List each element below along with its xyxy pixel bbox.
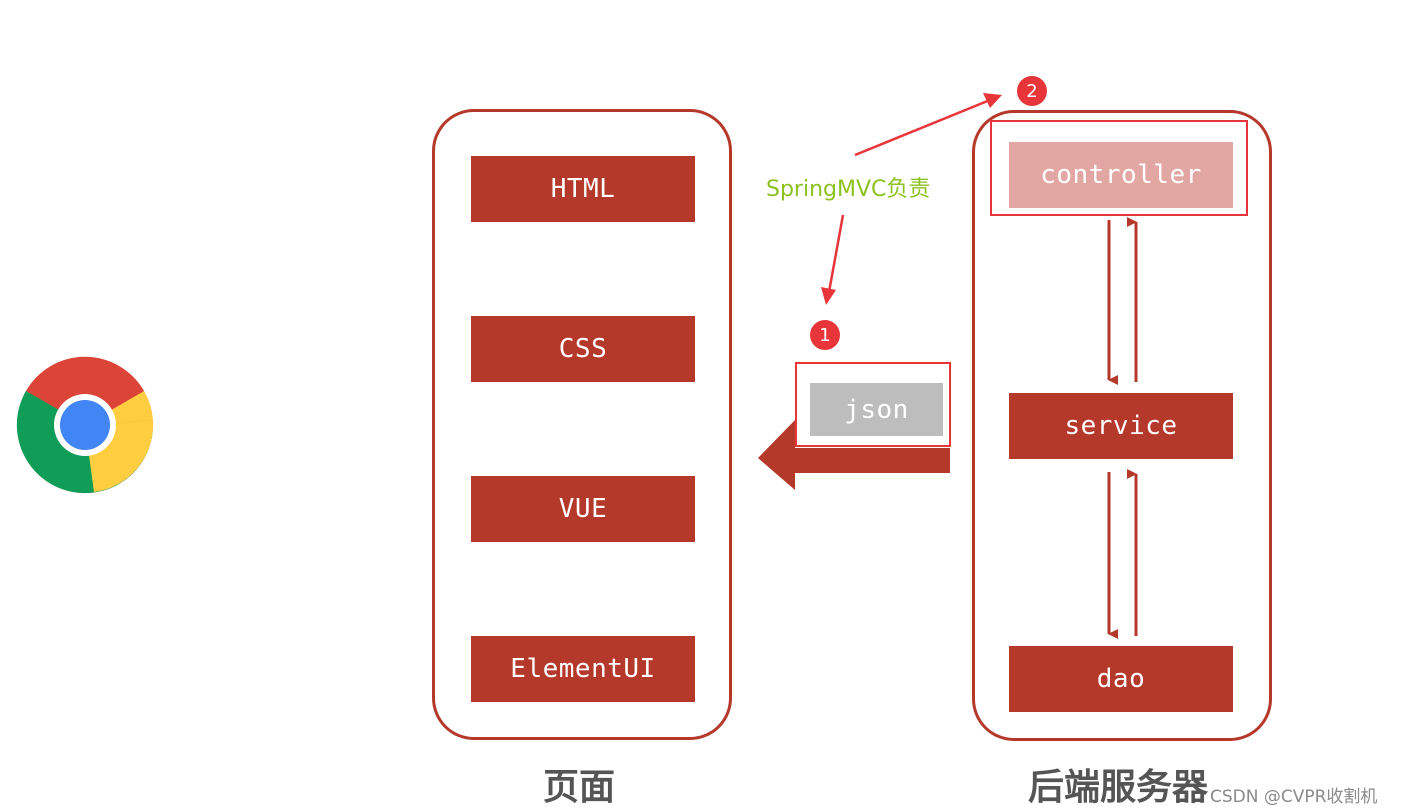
annotation-arrow-to-json — [827, 214, 845, 293]
backend-layer-controller: controller — [1009, 142, 1233, 208]
frontend-item-css: CSS — [471, 316, 695, 382]
backend-layer-dao: dao — [1009, 646, 1233, 712]
annotation-arrowhead-1 — [821, 287, 836, 305]
controller-highlight-frame — [990, 120, 1248, 216]
frontend-caption: 页面 — [543, 767, 616, 808]
backend-panel — [972, 110, 1272, 741]
step-badge-2: 2 — [1017, 76, 1047, 106]
frontend-item-elementui: ElementUI — [471, 636, 695, 702]
annotation-arrowhead-2 — [983, 93, 1002, 108]
backend-caption: 后端服务器 — [1028, 767, 1209, 808]
response-arrow — [758, 420, 950, 490]
frontend-item-vue: VUE — [471, 476, 695, 542]
annotation-arrow-to-controller — [854, 98, 991, 157]
json-highlight-frame — [795, 362, 951, 447]
backend-layer-service: service — [1009, 393, 1233, 459]
frontend-panel — [432, 109, 732, 740]
frontend-item-html: HTML — [471, 156, 695, 222]
step-badge-1: 1 — [810, 320, 840, 350]
springmvc-note: SpringMVC负责 — [766, 177, 931, 202]
watermark-text: CSDN @CVPR收割机 — [1210, 787, 1378, 807]
json-payload-box: json — [810, 383, 943, 436]
chrome-browser-icon — [16, 356, 154, 494]
